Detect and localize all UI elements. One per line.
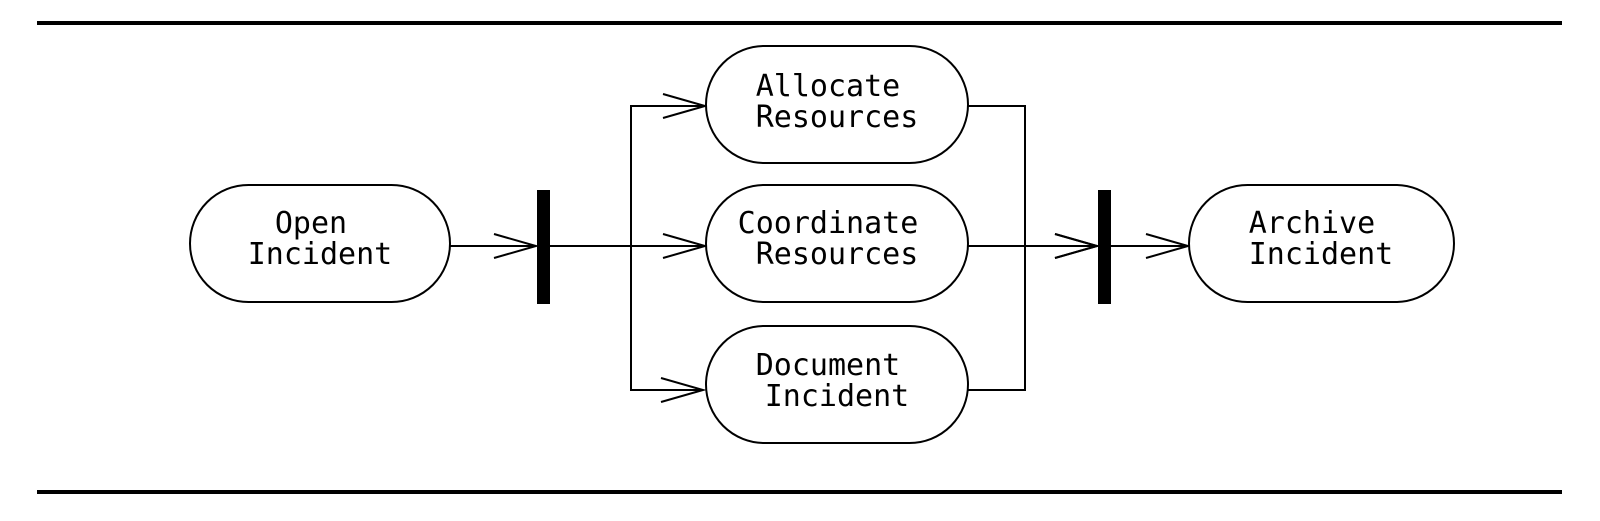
node-open-line-2: Incident bbox=[248, 237, 393, 272]
node-archive-line-2: Incident bbox=[1249, 237, 1394, 272]
node-document-line-1: Document bbox=[756, 348, 901, 383]
arrowhead bbox=[660, 377, 707, 403]
arrowhead bbox=[493, 233, 540, 259]
edge-line bbox=[968, 105, 1097, 247]
node-archive: Archive Incident bbox=[1188, 184, 1455, 303]
node-document-label: Document Incident bbox=[756, 348, 919, 414]
node-archive-label: Archive Incident bbox=[1249, 206, 1394, 272]
node-open: Open Incident bbox=[189, 184, 451, 303]
edges-layer bbox=[450, 93, 1192, 403]
edge-join-to-archive bbox=[1111, 233, 1192, 259]
edge-allocate-to-join bbox=[968, 105, 1101, 259]
edge-fork-to-allocate bbox=[550, 93, 709, 247]
node-archive-shape bbox=[1188, 184, 1455, 303]
arrowhead bbox=[662, 93, 709, 119]
edge-fork-to-document bbox=[630, 246, 707, 403]
node-open-label: Open Incident bbox=[248, 206, 393, 272]
node-document-line-2: Incident bbox=[765, 379, 910, 414]
edge-coordinate-to-join bbox=[968, 233, 1101, 259]
node-document-shape bbox=[705, 325, 969, 444]
node-allocate-label: Allocate Resources bbox=[756, 69, 919, 135]
edge-line bbox=[630, 246, 703, 391]
arrowhead bbox=[662, 233, 709, 259]
node-allocate-shape bbox=[705, 45, 969, 164]
join-bar bbox=[1098, 190, 1111, 304]
node-coordinate-label: Coordinate Resources bbox=[738, 206, 937, 272]
node-coordinate-line-1: Coordinate bbox=[738, 206, 919, 241]
arrowhead bbox=[1054, 233, 1101, 259]
edge-line bbox=[968, 246, 1026, 391]
node-document: Document Incident bbox=[705, 325, 969, 444]
node-allocate: Allocate Resources bbox=[705, 45, 969, 164]
edge-fork-to-coordinate bbox=[550, 233, 709, 259]
node-allocate-line-2: Resources bbox=[756, 100, 919, 135]
node-open-line-1: Open bbox=[275, 206, 347, 241]
arrowhead bbox=[1145, 233, 1192, 259]
bars-layer bbox=[537, 190, 1111, 304]
node-archive-line-1: Archive bbox=[1249, 206, 1375, 241]
node-allocate-line-1: Allocate bbox=[756, 69, 901, 104]
edge-open-to-fork bbox=[450, 233, 540, 259]
edge-document-to-join bbox=[968, 246, 1026, 391]
edge-line bbox=[550, 105, 705, 247]
node-coordinate: Coordinate Resources bbox=[705, 184, 969, 303]
fork-bar bbox=[537, 190, 550, 304]
node-coordinate-line-2: Resources bbox=[756, 237, 919, 272]
node-open-shape bbox=[189, 184, 451, 303]
node-coordinate-shape bbox=[705, 184, 969, 303]
